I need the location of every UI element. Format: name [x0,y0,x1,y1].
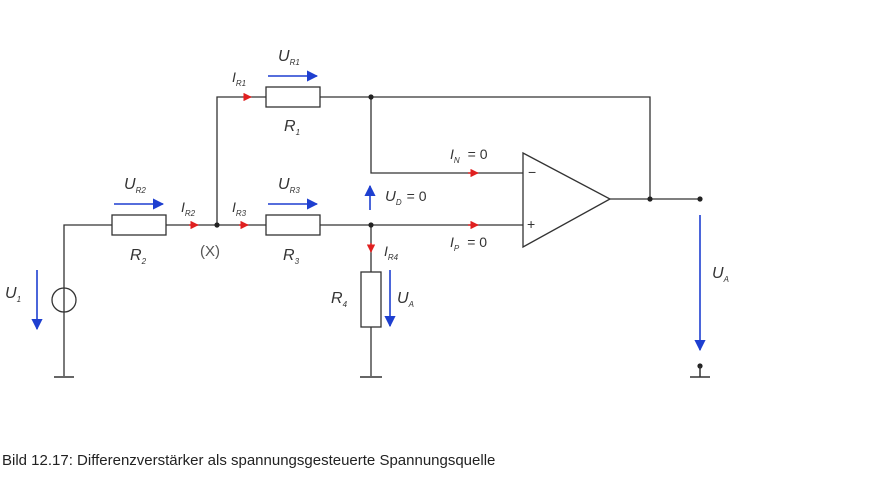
junction-node-x [214,222,220,228]
label-u1: U1 [5,285,21,304]
junction-plus [368,222,374,228]
label-ir4: IR4 [384,243,399,262]
label-ir1: IR1 [232,69,246,88]
label-r3: R3 [283,247,300,266]
label-r4: R4 [331,290,348,309]
label-ur3: UR3 [278,176,300,195]
current-arrows [189,92,479,253]
label-in: IN= 0 [450,146,488,165]
label-r2: R2 [130,247,147,266]
resistor-r1 [265,86,321,108]
label-r1: R1 [284,118,300,137]
label-ua-out: UA [712,265,729,284]
voltage-arrows [31,70,706,352]
opamp-plus-sign: + [527,216,535,232]
label-ud: UD= 0 [385,188,427,207]
circuit-schematic: − + R1 R2 R3 R4 UR1 UR2 UR3 U1 UD= 0 UA … [5,48,729,378]
wire-input-left [63,224,112,376]
terminal-output [697,196,703,202]
opamp: − + [522,151,612,249]
label-ua-r4: UA [397,290,414,309]
label-ir2: IR2 [181,199,196,218]
label-ir3: IR3 [232,199,247,218]
resistor-r3 [265,214,321,236]
wires [63,96,700,376]
label-node-x: (X) [200,243,220,260]
junction-output [647,196,653,202]
wire-node-x-up [216,96,266,225]
opamp-triangle [522,151,612,249]
voltage-source-u1 [51,287,77,313]
label-ur1: UR1 [278,48,300,67]
wire-feedback-top [320,96,651,199]
wire-inverting-input [370,97,523,174]
figure-caption: Bild 12.17: Differenzverstärker als span… [2,452,496,469]
opamp-minus-sign: − [528,164,536,180]
grounds [54,366,710,378]
label-ur2: UR2 [124,176,146,195]
label-ip: IP= 0 [450,234,487,253]
junction-top [368,94,374,100]
resistor-r4 [360,271,382,328]
junctions [214,94,703,369]
resistor-r2 [111,214,167,236]
